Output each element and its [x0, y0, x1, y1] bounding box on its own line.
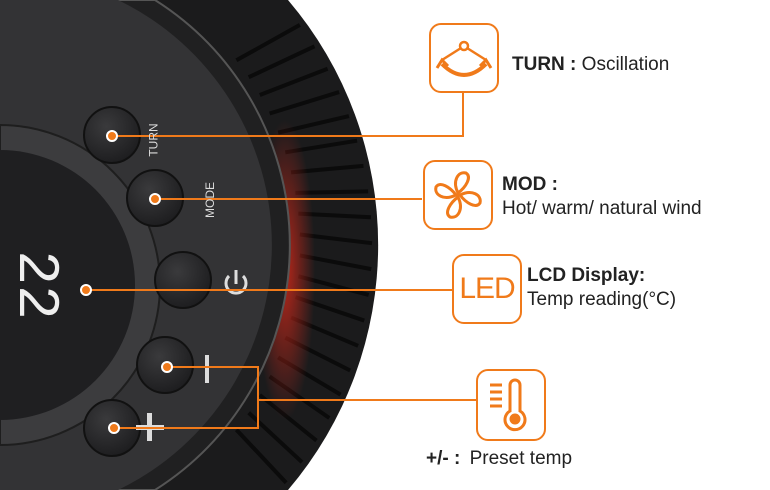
grille-rib: [234, 428, 288, 485]
grille-rib: [269, 90, 340, 116]
mode-label: MODE: [203, 182, 217, 218]
heater-body: [0, 0, 379, 490]
power-icon: [224, 270, 248, 295]
power-button[interactable]: [154, 251, 212, 309]
grille-rib: [247, 44, 316, 80]
temp-callout-text: +/- : Preset temp: [426, 448, 573, 469]
thermometer-icon: [476, 369, 546, 441]
led-icon: LED: [452, 254, 522, 324]
turn-label: TURN: [146, 123, 161, 157]
mod-callout-text: MOD :Hot/ warm/ natural wind: [502, 174, 702, 219]
oscillation-icon: [429, 23, 499, 93]
lcd-callout-text: LCD Display:Temp reading(°C): [527, 265, 677, 310]
grille-rib: [235, 23, 301, 63]
turn-callout-text: TURN : Oscillation: [512, 54, 670, 75]
fan-icon: [423, 160, 493, 230]
minus-icon: [205, 355, 209, 383]
grille-rib: [259, 66, 329, 97]
callout-lines: [86, 92, 477, 429]
temperature-display: 22: [2, 250, 67, 320]
callout-dots: [80, 130, 173, 434]
